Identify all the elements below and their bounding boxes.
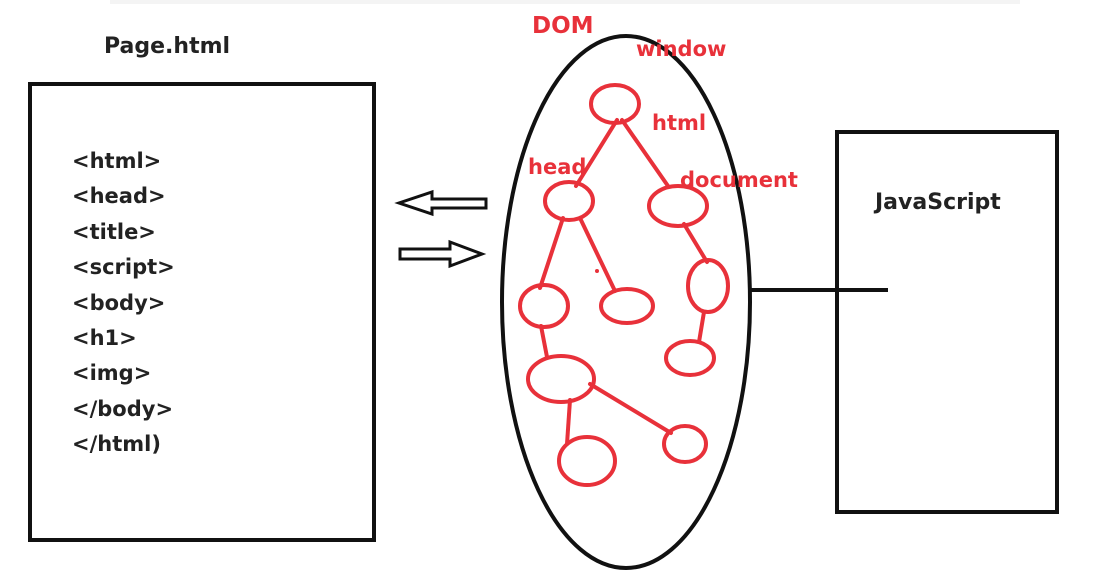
window-label: window [636,37,726,61]
tree-edge [682,222,709,264]
page-html-title: Page.html [104,34,231,59]
dom-title: DOM [532,13,594,39]
tree-node [557,435,617,487]
code-line-html-close: </html) [72,432,161,457]
stray-dot [595,269,599,273]
arrow-right-icon [398,239,487,269]
tree-node-head [543,180,595,222]
tree-edge [578,216,617,293]
tree-edge [697,310,706,344]
tree-node [664,339,716,377]
code-list: <html> <head> <title> <script> <body> <h… [72,146,175,465]
code-line-html-open: <html> [72,149,162,173]
javascript-box: JavaScript [835,130,1059,514]
page-html-box: <html> <head> <title> <script> <body> <h… [28,82,376,542]
dom-tree-edges [538,118,709,446]
arrow-left-icon [394,189,488,217]
dom-tree-nodes [518,83,730,487]
tree-node-root [589,83,641,125]
tree-edge [588,382,673,435]
code-line-h1: <h1> [72,325,137,350]
html-label: html [652,111,706,135]
document-label: document [680,168,798,192]
tree-node [686,258,730,314]
tree-edge [620,118,670,188]
javascript-label: JavaScript [875,190,1001,215]
tree-edge [574,118,619,188]
code-line-title: <title> [72,219,156,244]
code-line-img: <img> [72,361,152,386]
dom-ellipse [500,34,752,570]
code-line-script: <script> [72,255,175,280]
top-edge-strip [110,0,1020,4]
tree-node [518,283,570,329]
head-label: head [528,155,586,179]
tree-edge [565,398,572,446]
tree-edge [538,216,565,290]
tree-node [526,354,596,404]
code-line-body-close: </body> [72,396,174,421]
tree-node-document [647,184,709,228]
tree-node [662,424,708,464]
code-line-body-open: <body> [72,290,166,315]
tree-edge [539,324,549,359]
code-line-head: <head> [72,184,166,209]
tree-node [599,287,655,325]
